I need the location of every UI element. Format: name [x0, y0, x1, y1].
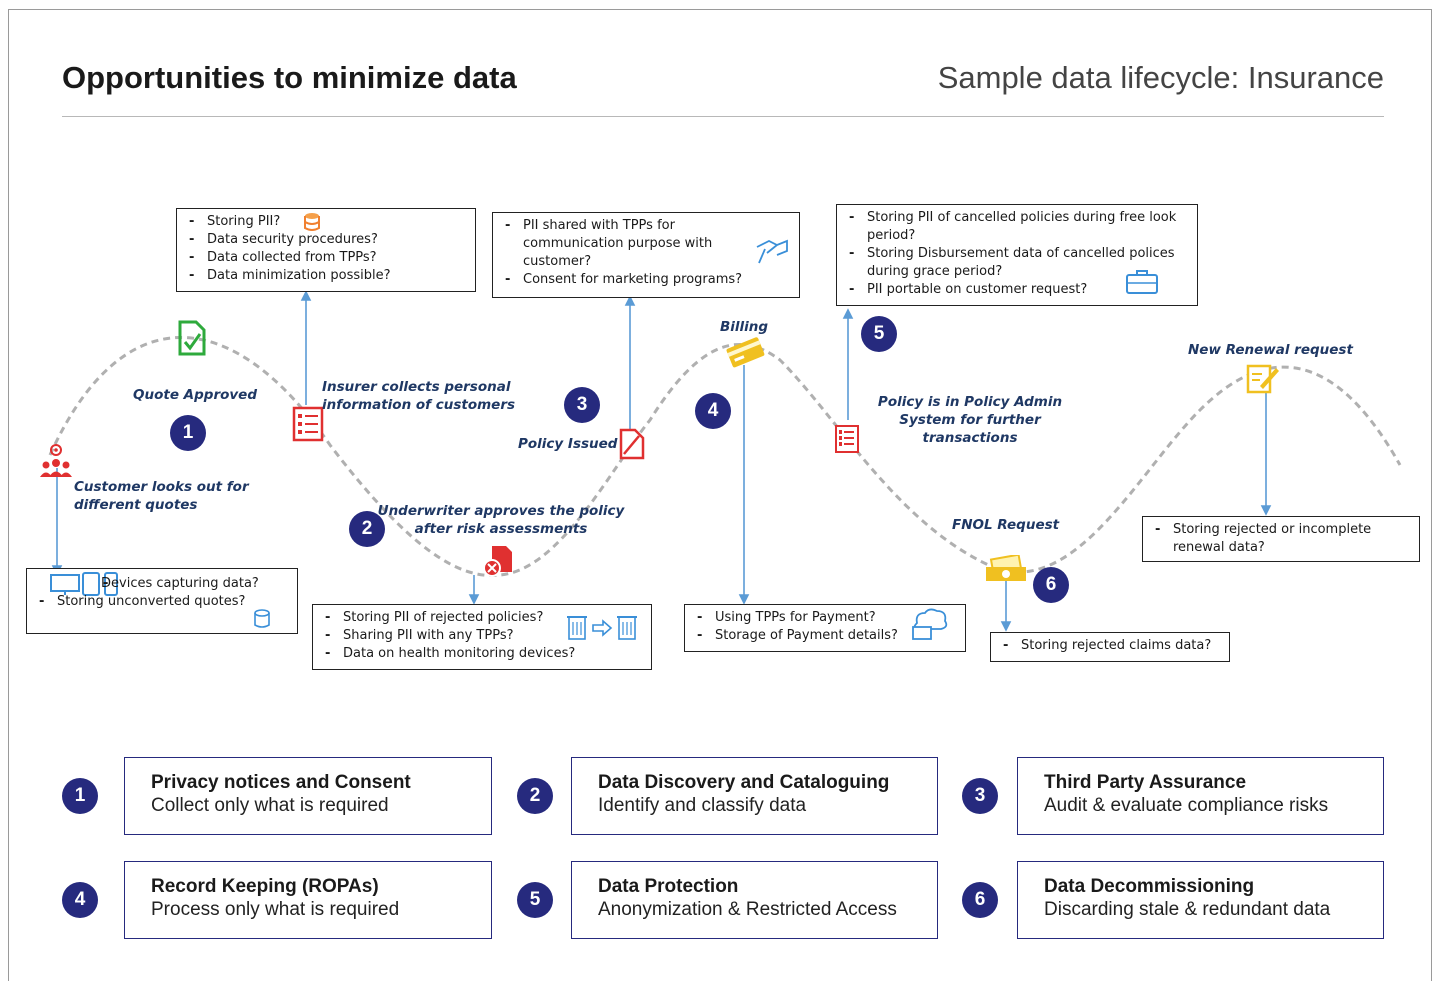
credit-card-icon — [726, 337, 765, 368]
question-item: Consent for marketing programs? — [503, 271, 791, 289]
connector-lines — [51, 290, 1272, 632]
renewal-edit-icon — [1246, 364, 1279, 394]
question-item: Storing Disbursement data of cancelled p… — [847, 245, 1189, 281]
question-box-admin: Storing PII of cancelled policies during… — [836, 204, 1198, 306]
legend-title: Data Protection — [598, 876, 739, 897]
server-list-icon — [835, 425, 859, 453]
question-item: PII shared with TPPs for communication p… — [503, 217, 741, 271]
database-small-icon — [254, 609, 270, 628]
stage-label-quote-approved: Quote Approved — [133, 387, 257, 403]
document-check-icon — [178, 320, 206, 356]
question-item: Storing PII of cancelled policies during… — [847, 209, 1189, 245]
stage-label-fnol: FNOL Request — [952, 517, 1060, 533]
stage-label-underwriter: Underwriter approves the policy after ri… — [377, 503, 625, 537]
people-pin-icon — [40, 444, 72, 477]
question-item: Storing PII of rejected policies? — [323, 609, 643, 627]
claim-money-icon — [986, 555, 1026, 581]
marker-3: 3 — [564, 387, 600, 423]
question-box-billing: Using TPPs for Payment? Storage of Payme… — [684, 604, 966, 652]
stage-label-admin: Policy is in Policy Admin System for fur… — [877, 394, 1063, 446]
legend-desc: Identify and classify data — [598, 795, 807, 816]
stage-label-insurer: Insurer collects personal information of… — [322, 379, 516, 413]
legend-desc: Audit & evaluate compliance risks — [1044, 795, 1329, 816]
rejected-document-icon — [483, 546, 512, 577]
database-icon — [304, 213, 320, 231]
legend-desc: Collect only what is required — [151, 795, 389, 816]
stage-label-customer: Customer looks out for different quotes — [74, 479, 249, 513]
legend-marker-6: 6 — [962, 882, 998, 918]
stage-label-renewal: New Renewal request — [1188, 342, 1353, 358]
legend-marker-2: 2 — [517, 778, 553, 814]
page-frame — [8, 9, 1432, 981]
question-item: PII portable on customer request? — [847, 281, 1189, 299]
handshake-icon — [756, 239, 788, 264]
lifecycle-curve — [48, 336, 1402, 578]
marker-6: 6 — [1033, 567, 1069, 603]
header-divider — [62, 116, 1384, 117]
legend-title: Data Discovery and Cataloguing — [598, 772, 890, 793]
legend-title: Privacy notices and Consent — [151, 772, 411, 793]
question-box-underwriter: Storing PII of rejected policies? Sharin… — [312, 604, 652, 670]
question-box-insurer: Storing PII? Data security procedures? D… — [176, 208, 476, 292]
question-item: Storing rejected or incomplete renewal d… — [1153, 521, 1411, 557]
stage-label-billing: Billing — [720, 319, 769, 335]
legend-box-6: Data Decommissioning Discarding stale & … — [1017, 861, 1384, 939]
question-item: Storing PII? — [187, 213, 467, 231]
question-item: Data on health monitoring devices? — [323, 645, 643, 663]
legend-desc: Discarding stale & redundant data — [1044, 899, 1331, 920]
question-item: Devices capturing data? — [101, 575, 289, 593]
legend-desc: Anonymization & Restricted Access — [598, 899, 897, 920]
legend-title: Data Decommissioning — [1044, 876, 1255, 897]
page-title: Opportunities to minimize data — [62, 60, 517, 95]
legend-marker-1: 1 — [62, 778, 98, 814]
legend-marker-5: 5 — [517, 882, 553, 918]
legend-title: Third Party Assurance — [1044, 772, 1247, 793]
question-item: Data minimization possible? — [187, 267, 467, 285]
legend-box-2: Data Discovery and Cataloguing Identify … — [571, 757, 938, 835]
policy-document-icon — [619, 428, 645, 460]
question-item: Data security procedures? — [187, 231, 467, 249]
question-item: Sharing PII with any TPPs? — [323, 627, 643, 645]
legend-title: Record Keeping (ROPAs) — [151, 876, 379, 897]
briefcase-icon — [1126, 270, 1158, 294]
question-box-fnol: Storing rejected claims data? — [990, 632, 1230, 662]
marker-4: 4 — [695, 393, 731, 429]
question-box-customer: Devices capturing data? Storing unconver… — [26, 568, 298, 634]
cloud-payment-icon — [912, 608, 948, 640]
legend-marker-4: 4 — [62, 882, 98, 918]
marker-5: 5 — [861, 316, 897, 352]
question-item: Storing unconverted quotes? — [37, 593, 289, 611]
page-subtitle: Sample data lifecycle: Insurance — [937, 60, 1384, 95]
question-item: Data collected from TPPs? — [187, 249, 467, 267]
question-box-renewal: Storing rejected or incomplete renewal d… — [1142, 516, 1420, 562]
legend-box-3: Third Party Assurance Audit & evaluate c… — [1017, 757, 1384, 835]
question-box-policy: PII shared with TPPs for communication p… — [492, 212, 800, 298]
marker-1: 1 — [170, 415, 206, 451]
stage-label-policy-issued: Policy Issued — [518, 436, 618, 452]
legend-box-5: Data Protection Anonymization & Restrict… — [571, 861, 938, 939]
question-item: Storing rejected claims data? — [1001, 637, 1221, 655]
legend-box-4: Record Keeping (ROPAs) Process only what… — [124, 861, 492, 939]
question-item: Storage of Payment details? — [695, 627, 957, 645]
legend-marker-3: 3 — [962, 778, 998, 814]
marker-2: 2 — [349, 511, 385, 547]
legend-desc: Process only what is required — [151, 899, 400, 920]
question-item: Using TPPs for Payment? — [695, 609, 957, 627]
legend-box-1: Privacy notices and Consent Collect only… — [124, 757, 492, 835]
trash-transfer-icon — [567, 616, 637, 640]
checklist-icon — [292, 406, 324, 442]
